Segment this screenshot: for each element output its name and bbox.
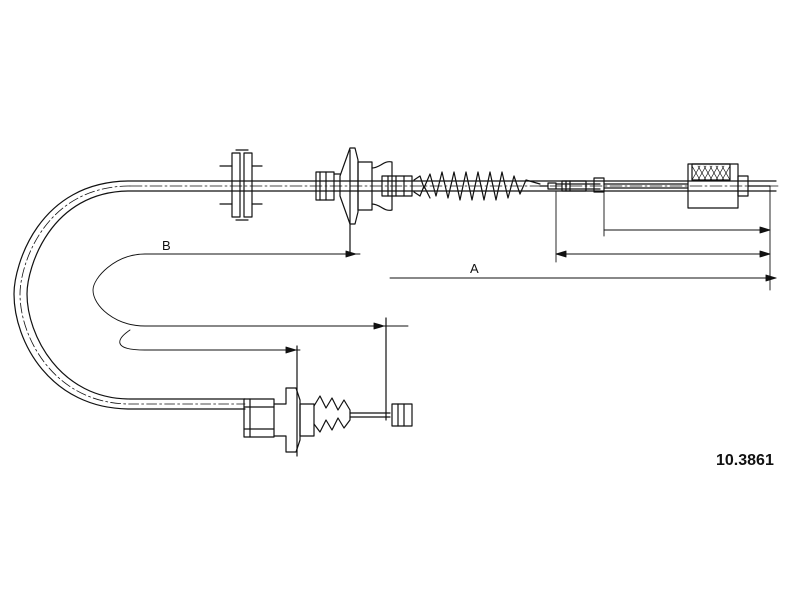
grommet	[219, 149, 263, 221]
cable-sheath	[13, 180, 777, 410]
bellows-boot	[413, 171, 557, 201]
dimension-label-b: B	[162, 238, 171, 253]
dimension-lines	[144, 185, 777, 354]
dimension-inner-loop	[92, 253, 391, 351]
lower-end-fitting	[243, 317, 413, 457]
dimension-label-a: A	[470, 261, 479, 276]
inner-wire	[555, 177, 689, 193]
end-fitting-right	[687, 163, 771, 209]
upper-adjuster	[315, 147, 413, 256]
part-number: 10.3861	[716, 452, 774, 469]
